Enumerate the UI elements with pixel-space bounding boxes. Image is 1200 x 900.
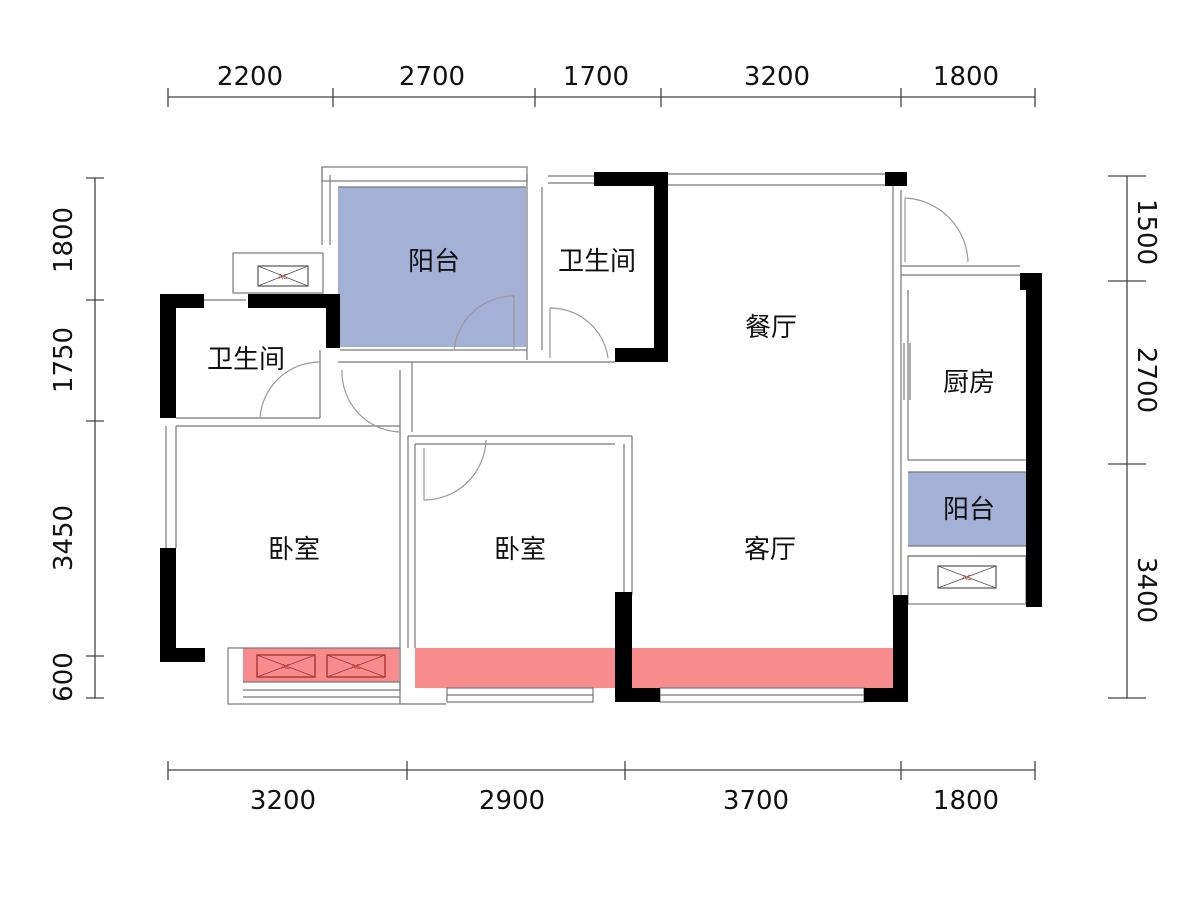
- dim-top-2: 2700: [399, 62, 465, 92]
- dim-left-3: 3450: [49, 505, 79, 571]
- dim-top-4: 3200: [744, 62, 810, 92]
- room-kitchen: 厨房: [943, 368, 995, 398]
- dimension-top: 2200 2700 1700 3200 1800: [167, 62, 1036, 107]
- balcony-top-fill: [338, 187, 526, 347]
- room-balcony-right: 阳台: [943, 495, 995, 525]
- dim-right-1: 1500: [1131, 199, 1161, 265]
- ac-unit-right: AC: [937, 565, 997, 589]
- room-bedroom-left: 卧室: [268, 535, 320, 565]
- bay-window-living: [632, 648, 894, 688]
- dim-right-3: 3400: [1131, 557, 1161, 623]
- room-balcony-top: 阳台: [408, 247, 460, 277]
- dim-top-1: 2200: [217, 62, 283, 92]
- dim-left-1: 1800: [49, 207, 79, 273]
- ac-label-bottom-1: AC: [281, 663, 291, 671]
- dim-top-3: 1700: [563, 62, 629, 92]
- room-bathroom-left: 卫生间: [207, 345, 285, 375]
- balcony-right-fill: [908, 472, 1026, 546]
- dimension-right: 1500 2700 3400: [1108, 175, 1161, 699]
- ac-label-bottom-2: AC: [351, 663, 361, 671]
- interior-lines: [165, 166, 1027, 705]
- walls: [160, 172, 1042, 702]
- door-swings: [259, 197, 969, 501]
- ac-unit-bottom-1: AC: [256, 654, 316, 678]
- dim-bottom-4: 1800: [933, 786, 999, 816]
- dim-right-2: 2700: [1131, 347, 1161, 413]
- dim-top-5: 1800: [933, 62, 999, 92]
- room-bathroom-top: 卫生间: [558, 247, 636, 277]
- room-bedroom-mid: 卧室: [494, 535, 546, 565]
- ac-unit-bottom-2: AC: [326, 654, 386, 678]
- room-living: 客厅: [744, 535, 796, 565]
- room-dining: 餐厅: [745, 313, 797, 343]
- dim-bottom-2: 2900: [479, 786, 545, 816]
- ac-label-top: AC: [278, 273, 288, 281]
- dim-left-4: 600: [49, 652, 79, 702]
- dimension-left: 1800 1750 3450 600: [49, 177, 104, 702]
- ac-label-right: AC: [962, 574, 972, 582]
- dim-left-2: 1750: [49, 327, 79, 393]
- dimension-bottom: 3200 2900 3700 1800: [167, 761, 1036, 816]
- ac-unit-top: AC: [257, 265, 309, 287]
- dim-bottom-1: 3200: [250, 786, 316, 816]
- dim-bottom-3: 3700: [723, 786, 789, 816]
- bay-window-bedroom-mid: [415, 648, 616, 688]
